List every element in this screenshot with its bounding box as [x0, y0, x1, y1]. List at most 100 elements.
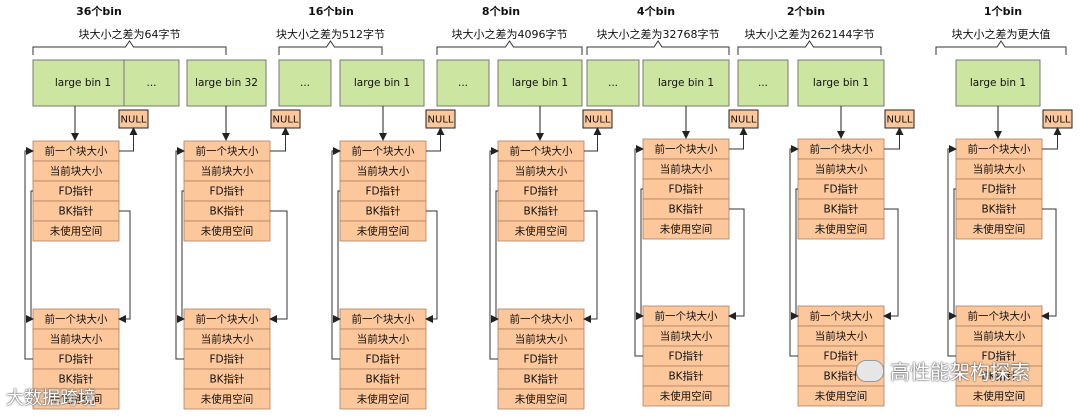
chunk-field-label: 前一个块大小	[196, 313, 259, 326]
chunk-field-label: 当前块大小	[515, 333, 568, 346]
chunk-field-label: FD指针	[668, 183, 703, 196]
fd-link	[333, 190, 341, 323]
bin-box	[32, 59, 134, 107]
chunk-field-label: 当前块大小	[660, 163, 713, 176]
chunk-field-label: BK指针	[58, 373, 93, 386]
watermark-left: 大数据跨境	[6, 388, 96, 409]
chunk-field-label: 当前块大小	[660, 330, 713, 343]
watermark-right: 高性能架构探索	[856, 356, 1030, 385]
loop-link	[947, 145, 957, 357]
chunk-field-label: 前一个块大小	[510, 145, 573, 158]
chunk-field-label: 未使用空间	[357, 393, 410, 406]
chunk-chain: 前一个块大小当前块大小FD指针BK指针未使用空间前一个块大小当前块大小FD指针B…	[489, 109, 613, 410]
chunk-field-label: BK指针	[981, 203, 1016, 216]
fd-link	[26, 190, 34, 323]
null-label: NULL	[585, 115, 611, 126]
chunk-chain: 前一个块大小当前块大小FD指针BK指针未使用空间前一个块大小当前块大小FD指针B…	[789, 109, 915, 407]
bk-link	[728, 208, 745, 320]
chunk-field-label: 前一个块大小	[352, 313, 415, 326]
chunk-field-label: 未使用空间	[515, 225, 568, 238]
chunk-field-cell	[497, 388, 585, 410]
bin-box	[339, 59, 425, 107]
chunk-field-cell	[32, 388, 120, 410]
loop-link	[489, 147, 499, 360]
size-diff-label: 块大小之差为更大值	[952, 27, 1051, 41]
chunk-field-label: FD指针	[58, 185, 93, 198]
bin-count-label: 36个bin	[76, 4, 122, 18]
null-label: NULL	[273, 115, 299, 126]
chunk-field-label: 当前块大小	[973, 330, 1026, 343]
chunk-field-label: FD指针	[523, 185, 558, 198]
bin-box	[586, 59, 640, 107]
chunk-field-label: BK指针	[58, 205, 93, 218]
chunk-field-label: 前一个块大小	[352, 145, 415, 158]
null-label: NULL	[121, 115, 147, 126]
bin-box	[955, 59, 1041, 107]
bk-link	[425, 210, 438, 323]
chunk-field-cell	[955, 385, 1043, 407]
chunk-field-label: 前一个块大小	[655, 310, 718, 323]
wechat-icon	[856, 360, 884, 382]
fd-link	[791, 188, 799, 320]
fd-link	[949, 188, 957, 320]
chunk-field-label: 当前块大小	[357, 165, 410, 178]
chunk-field-label: 前一个块大小	[45, 145, 108, 158]
null-marker: NULL	[270, 109, 301, 129]
bin-brace	[278, 40, 383, 55]
chunk-field-label: BK指针	[523, 205, 558, 218]
bin-box	[123, 59, 180, 107]
chunk-field-label: 当前块大小	[973, 163, 1026, 176]
chunk-field-label: BK指针	[823, 203, 858, 216]
bin-label: ...	[608, 77, 618, 89]
loop-link	[24, 147, 34, 360]
chunk-field-cell	[183, 220, 271, 242]
bin-count-label: 8个bin	[482, 4, 520, 18]
size-diff-label: 块大小之差为4096字节	[452, 27, 568, 41]
chunk-field-label: FD指针	[981, 350, 1016, 363]
chunk-field-label: 前一个块大小	[510, 313, 573, 326]
null-label: NULL	[887, 115, 913, 126]
null-marker: NULL	[582, 109, 613, 129]
null-marker: NULL	[728, 109, 759, 129]
chunk-field-label: 前一个块大小	[968, 143, 1031, 156]
chunk-field-label: 前一个块大小	[655, 143, 718, 156]
bin-box	[797, 59, 885, 107]
null-link	[729, 127, 748, 150]
fd-link	[636, 188, 644, 320]
chunk-field-label: FD指针	[981, 183, 1016, 196]
chunk-field-label: FD指针	[365, 353, 400, 366]
bin-label: ...	[458, 77, 468, 89]
bin-count-label: 16个bin	[308, 4, 354, 18]
loop-link	[331, 147, 341, 360]
chunk-chain: 前一个块大小当前块大小FD指针BK指针未使用空间前一个块大小当前块大小FD指针B…	[634, 109, 759, 407]
chunk-field-label: 当前块大小	[50, 165, 103, 178]
null-label: NULL	[1045, 115, 1071, 126]
chunk-field-label: FD指针	[209, 185, 244, 198]
null-marker: NULL	[884, 109, 915, 129]
bin-brace	[935, 40, 1067, 55]
chunk-field-label: 前一个块大小	[810, 143, 873, 156]
chunk-field-label: 未使用空间	[201, 225, 254, 238]
size-diff-label: 块大小之差为262144字节	[745, 27, 875, 41]
chunk-field-cell	[339, 388, 427, 410]
size-diff-label: 块大小之差为64字节	[79, 27, 181, 41]
bin-box	[278, 59, 332, 107]
chunk-field-label: BK指针	[523, 373, 558, 386]
chunk-chain: 前一个块大小当前块大小FD指针BK指针未使用空间前一个块大小当前块大小FD指针B…	[175, 109, 301, 410]
chunk-chain: 前一个块大小当前块大小FD指针BK指针未使用空间前一个块大小当前块大小FD指针B…	[24, 109, 149, 410]
loop-link	[175, 147, 185, 360]
chunk-field-label: BK指针	[668, 370, 703, 383]
